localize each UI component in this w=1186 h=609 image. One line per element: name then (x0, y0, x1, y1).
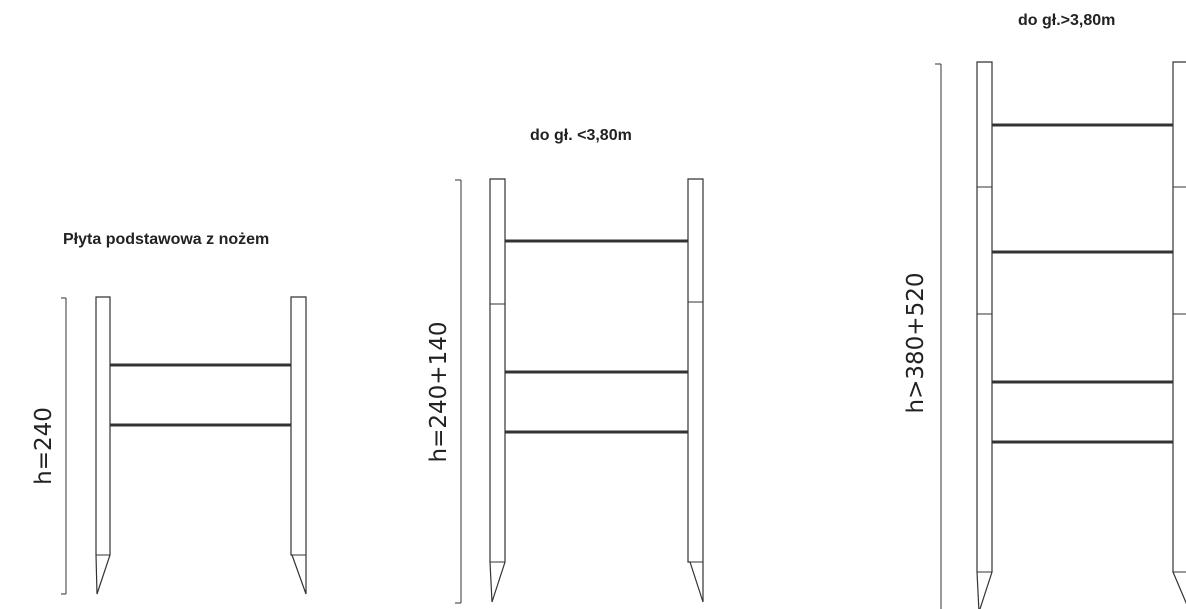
right-post (1172, 61, 1186, 605)
panel-basic-plate: Płyta podstawowa z nożem h=240 (31, 231, 307, 595)
right-post (290, 296, 307, 595)
panel-depth-under-380: do gł. <3,80m h=240+140 (426, 127, 704, 604)
panel-caption: Płyta podstawowa z nożem (63, 231, 269, 248)
left-post (489, 178, 506, 603)
height-label: h=240+140 (426, 322, 452, 463)
right-post (687, 178, 704, 603)
panel-caption: do gł.>3,80m (1018, 12, 1115, 29)
panel-depth-over-380: do gł.>3,80m h>380+520 (903, 12, 1186, 609)
panel-caption: do gł. <3,80m (530, 127, 632, 144)
height-label: h=240 (31, 407, 57, 485)
left-post (976, 61, 993, 609)
height-label: h>380+520 (903, 273, 929, 414)
left-post (95, 296, 111, 595)
